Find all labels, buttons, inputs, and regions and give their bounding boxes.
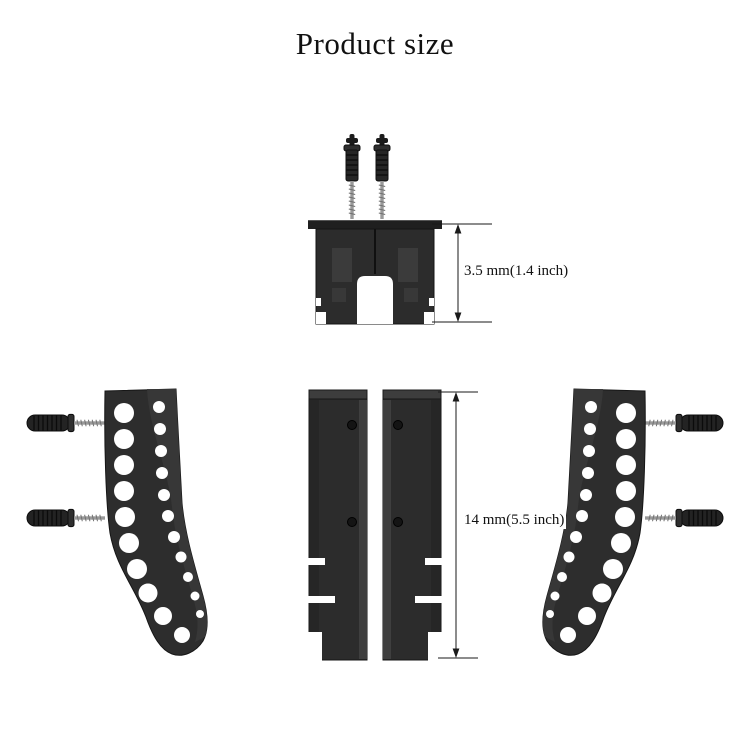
wall-plugs-top-group	[343, 133, 391, 220]
bracket-top-view	[308, 220, 442, 325]
arrow-up-icon	[452, 392, 460, 402]
screw-hole	[347, 517, 357, 527]
screw-hole	[393, 517, 403, 527]
front-view-right-rail	[382, 389, 442, 661]
bracket-front-view	[308, 389, 442, 661]
figure-title: Product size	[295, 26, 455, 61]
arrow-down-icon	[452, 648, 460, 658]
bracket-side-view-left	[27, 389, 207, 655]
wall-anchor-screw-right	[373, 133, 391, 220]
arrow-up-icon	[454, 224, 462, 234]
dimension-label-bottom: 14 mm(5.5 inch)	[462, 511, 567, 529]
dimension-lines-bottom	[438, 391, 478, 659]
dimension-lines-top	[432, 223, 492, 323]
wall-anchor-screw-left	[343, 133, 361, 220]
arrow-down-icon	[454, 312, 462, 322]
screw-hole	[347, 420, 357, 430]
top-view-body	[308, 220, 442, 325]
screw-hole	[393, 420, 403, 430]
front-view-left-rail	[308, 389, 368, 661]
dimension-label-top: 3.5 mm(1.4 inch)	[462, 262, 571, 280]
bracket-side-view-right	[543, 389, 723, 655]
